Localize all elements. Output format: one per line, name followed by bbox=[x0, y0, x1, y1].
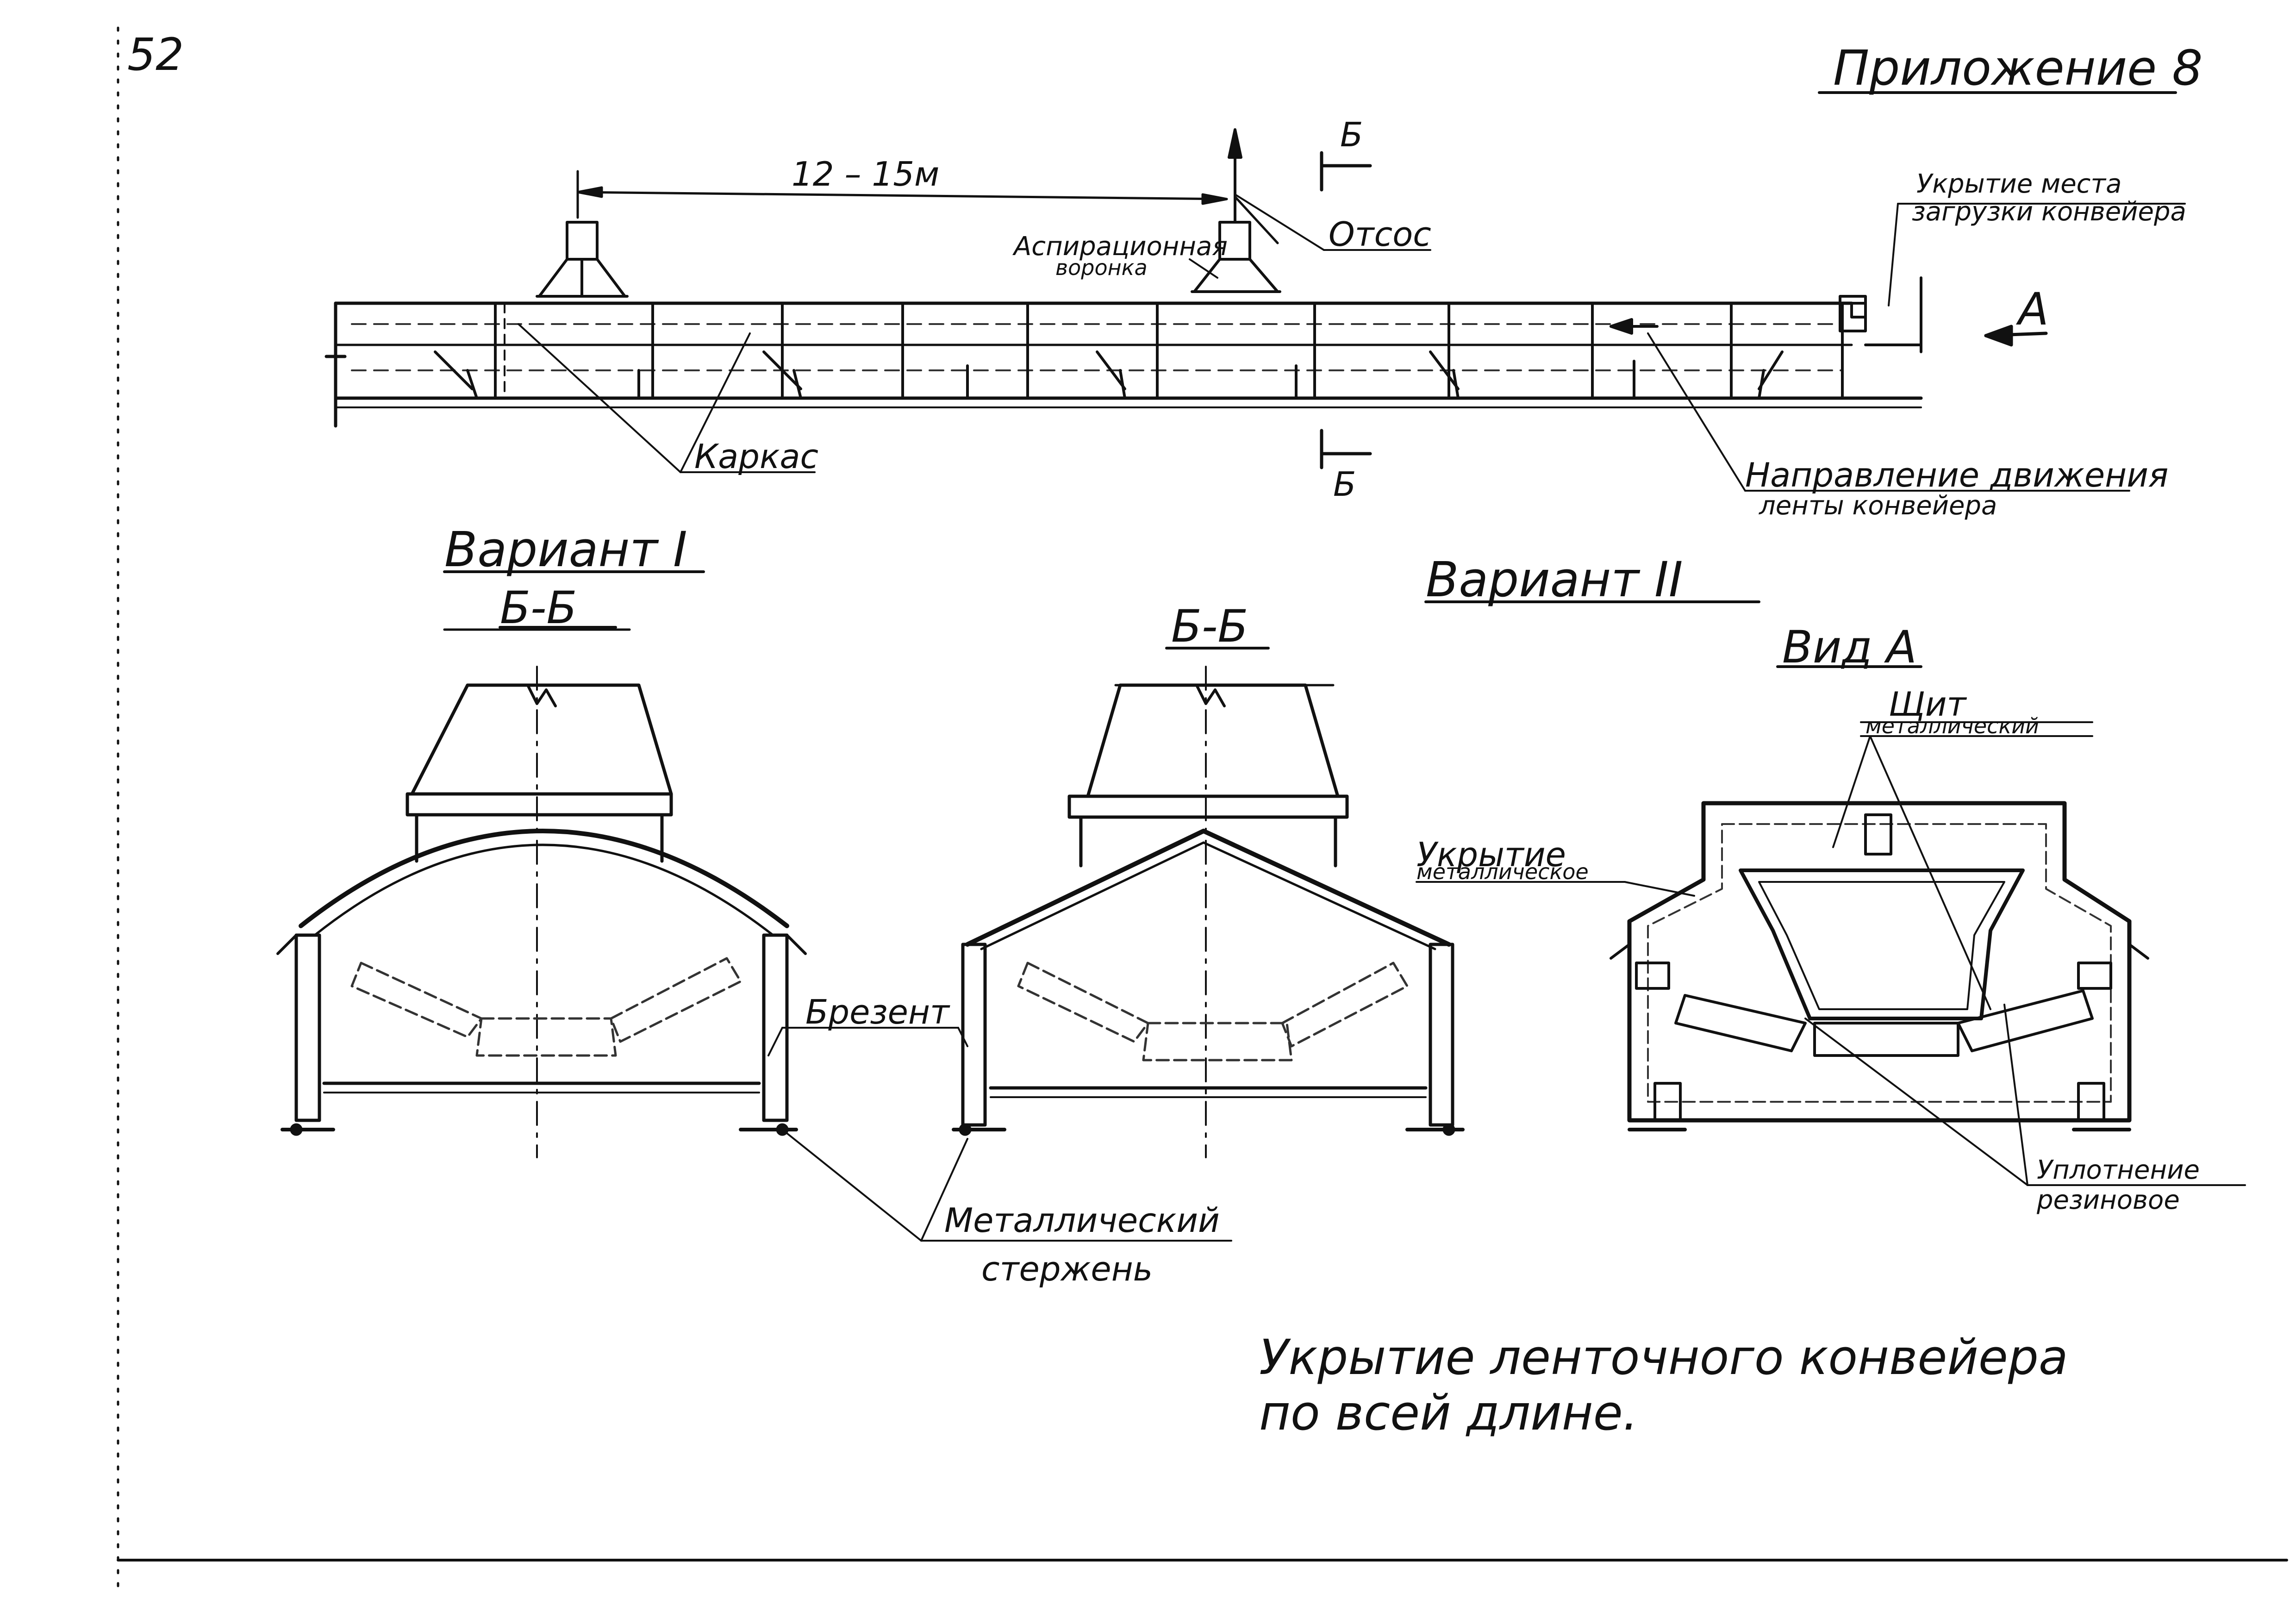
view-arrow-label: A bbox=[2018, 283, 2049, 335]
dimension-line bbox=[576, 170, 1228, 219]
caption-line-1: Укрытие ленточного конвейера bbox=[1259, 1329, 2068, 1386]
label-aspiration-funnel-2: воронка bbox=[1055, 255, 1148, 280]
view-arrow-a bbox=[1984, 325, 2048, 347]
aspiration-funnel-left bbox=[536, 221, 629, 298]
top-leaders bbox=[518, 194, 2186, 492]
belt-direction-arrow bbox=[1610, 318, 1659, 335]
label-belt-direction-2: ленты конвейера bbox=[1759, 491, 1997, 521]
section-marks bbox=[1320, 151, 1372, 469]
label-frame: Каркас bbox=[694, 437, 819, 476]
variant2-title: Вариант II bbox=[1426, 551, 1683, 608]
label-seal-1: Уплотнение bbox=[2037, 1155, 2200, 1185]
label-loading-cover-2: загрузки конвейера bbox=[1912, 197, 2186, 227]
section-mark-bottom: Б bbox=[1333, 465, 1356, 504]
belt-supports bbox=[434, 350, 1784, 400]
variant1-section bbox=[276, 628, 807, 1158]
title-underlines bbox=[443, 570, 1922, 668]
label-shield-2: металлический bbox=[1866, 713, 2040, 738]
page-number: 52 bbox=[127, 29, 184, 81]
appendix-title: Приложение 8 bbox=[1833, 40, 2203, 96]
section-mark-top: Б bbox=[1340, 115, 1363, 154]
variant2-idlers bbox=[1017, 962, 1409, 1062]
variant1-idlers bbox=[350, 957, 742, 1057]
label-aspiration-funnel-1: Аспирационная bbox=[1014, 231, 1228, 262]
frame-panels bbox=[494, 302, 1844, 400]
label-belt-direction-1: Направление движения bbox=[1745, 456, 2169, 494]
label-exhaust: Отсос bbox=[1329, 215, 1431, 254]
variant2-section-label: Б-Б bbox=[1171, 600, 1248, 652]
view-a-label: Вид А bbox=[1782, 621, 1917, 673]
caption-line-2: по всей длине. bbox=[1259, 1385, 1638, 1441]
view-a-idlers bbox=[1674, 989, 2094, 1057]
label-cover-2: металлическое bbox=[1416, 859, 1589, 884]
label-tarpaulin: Брезент bbox=[805, 993, 949, 1031]
lower-leaders bbox=[767, 721, 2246, 1242]
variant2-section bbox=[952, 666, 1465, 1158]
variant1-title: Вариант I bbox=[444, 521, 687, 578]
view-a-section bbox=[1610, 801, 2149, 1131]
conveyor-top-view bbox=[324, 128, 2186, 492]
aspiration-funnel-right bbox=[1191, 128, 1281, 293]
label-rod-1: Металлический bbox=[944, 1201, 1220, 1240]
loading-cover-box bbox=[1839, 276, 1922, 353]
dimension-label: 12 – 15м bbox=[792, 155, 940, 194]
label-shield-1: Щит bbox=[1889, 685, 1966, 724]
label-rod-2: стержень bbox=[981, 1249, 1153, 1288]
label-loading-cover-1: Укрытие места bbox=[1916, 169, 2122, 199]
sheet-frame bbox=[117, 26, 2288, 1594]
label-cover-1: Укрытие bbox=[1416, 835, 1566, 874]
variant1-section-label: Б-Б bbox=[500, 582, 577, 634]
label-seal-2: резиновое bbox=[2037, 1185, 2180, 1215]
